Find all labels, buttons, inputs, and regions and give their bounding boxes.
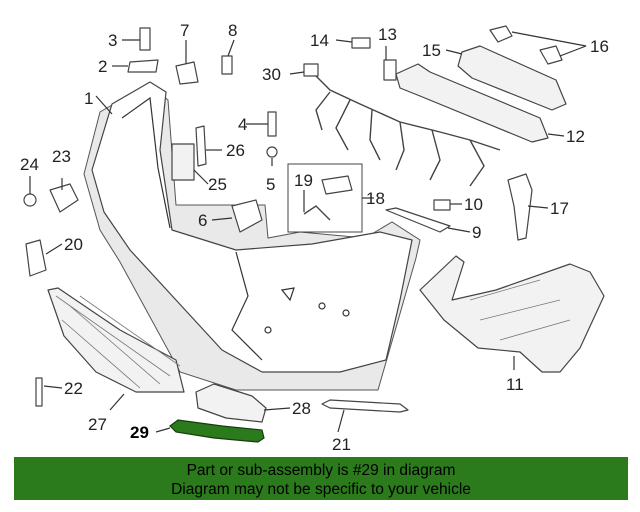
part-17-side-bracket[interactable] xyxy=(507,173,533,241)
part-29-trim-strip[interactable] xyxy=(169,419,265,443)
callout-1[interactable]: 1 xyxy=(84,89,93,108)
part-11-bumper-bracket[interactable] xyxy=(419,255,605,373)
callout-30[interactable]: 30 xyxy=(262,65,281,84)
part-20-cover[interactable] xyxy=(25,239,47,277)
banner-line-1: Part or sub-assembly is #29 in diagram xyxy=(186,462,456,479)
harness-branch xyxy=(395,121,405,171)
sensor-hole xyxy=(264,326,272,334)
part-21-molding[interactable] xyxy=(321,399,409,413)
callout-26[interactable]: 26 xyxy=(226,141,245,160)
part-1-bumper-cover[interactable] xyxy=(91,81,413,373)
callout-2[interactable]: 2 xyxy=(98,57,107,76)
part-13-plate[interactable] xyxy=(383,59,397,81)
part-12-energy-absorber[interactable] xyxy=(395,63,549,143)
bumper-detail xyxy=(280,287,295,302)
callout-18[interactable]: 18 xyxy=(366,189,385,208)
callout-8[interactable]: 8 xyxy=(228,21,237,40)
callout-24[interactable]: 24 xyxy=(20,155,39,174)
sensor-hole xyxy=(318,302,326,310)
harness-branch xyxy=(469,139,485,187)
part-6-bracket[interactable] xyxy=(231,199,263,233)
part-24-washer[interactable] xyxy=(23,193,37,207)
part-16-clip[interactable] xyxy=(489,25,513,43)
callout-12[interactable]: 12 xyxy=(566,127,585,146)
part-2-clip[interactable] xyxy=(127,59,159,73)
inset-box-18 xyxy=(287,163,363,233)
grille-mesh xyxy=(55,295,181,389)
callout-16[interactable]: 16 xyxy=(590,37,609,56)
callout-27[interactable]: 27 xyxy=(88,415,107,434)
harness-branch xyxy=(429,129,441,181)
part-7-retainer[interactable] xyxy=(175,61,199,85)
callout-28[interactable]: 28 xyxy=(292,399,311,418)
part-3-bolt[interactable] xyxy=(139,27,151,51)
part-25-module[interactable] xyxy=(171,143,195,181)
part-9-strip[interactable] xyxy=(385,207,451,233)
part-5-nut[interactable] xyxy=(266,146,278,158)
callout-23[interactable]: 23 xyxy=(52,147,71,166)
callout-15[interactable]: 15 xyxy=(422,41,441,60)
part-4-bolt[interactable] xyxy=(267,111,277,137)
callout-labels: 1 2 3 4 5 6 7 8 9 10 11 12 13 14 15 16 1… xyxy=(20,21,609,454)
harness-connector xyxy=(303,63,319,77)
callout-4[interactable]: 4 xyxy=(238,115,247,134)
bracket-ribs xyxy=(469,279,571,341)
leader-lines xyxy=(29,31,587,433)
part-22-pin[interactable] xyxy=(35,377,43,407)
callout-7[interactable]: 7 xyxy=(180,21,189,40)
part-23-parking-sensor[interactable] xyxy=(49,183,79,213)
callout-9[interactable]: 9 xyxy=(472,223,481,242)
banner-line-2: Diagram may not be specific to your vehi… xyxy=(171,481,471,498)
part-10-screw[interactable] xyxy=(433,199,451,211)
part-8-screw[interactable] xyxy=(221,55,233,75)
callout-6[interactable]: 6 xyxy=(198,211,207,230)
parts-diagram: 1 2 3 4 5 6 7 8 9 10 11 12 13 14 15 16 1… xyxy=(20,21,609,454)
part-28-grille-insert[interactable] xyxy=(195,383,267,423)
callout-25[interactable]: 25 xyxy=(208,175,227,194)
part-26-bracket[interactable] xyxy=(195,125,207,167)
callout-3[interactable]: 3 xyxy=(108,31,117,50)
callout-22[interactable]: 22 xyxy=(64,379,83,398)
callout-17[interactable]: 17 xyxy=(550,199,569,218)
callout-13[interactable]: 13 xyxy=(378,25,397,44)
callout-10[interactable]: 10 xyxy=(464,195,483,214)
callout-14[interactable]: 14 xyxy=(310,31,329,50)
sensor-hole xyxy=(342,309,350,317)
bumper-detail xyxy=(121,96,171,229)
callout-5[interactable]: 5 xyxy=(266,175,275,194)
part-16-clip[interactable] xyxy=(539,45,563,65)
harness-branch xyxy=(335,99,351,151)
callout-20[interactable]: 20 xyxy=(64,235,83,254)
part-19-bracket[interactable] xyxy=(321,175,353,195)
inset-wire xyxy=(303,205,331,221)
callout-29[interactable]: 29 xyxy=(130,423,149,442)
info-banner: Part or sub-assembly is #29 in diagram D… xyxy=(14,457,628,500)
bumper-detail xyxy=(231,251,263,361)
callout-19[interactable]: 19 xyxy=(294,171,313,190)
part-14-bolt[interactable] xyxy=(351,37,371,49)
callout-21[interactable]: 21 xyxy=(332,435,351,454)
callout-11[interactable]: 11 xyxy=(506,375,524,394)
harness-branch xyxy=(369,109,381,161)
part-15-reinforcement[interactable] xyxy=(457,45,567,111)
harness-branch xyxy=(315,91,331,131)
